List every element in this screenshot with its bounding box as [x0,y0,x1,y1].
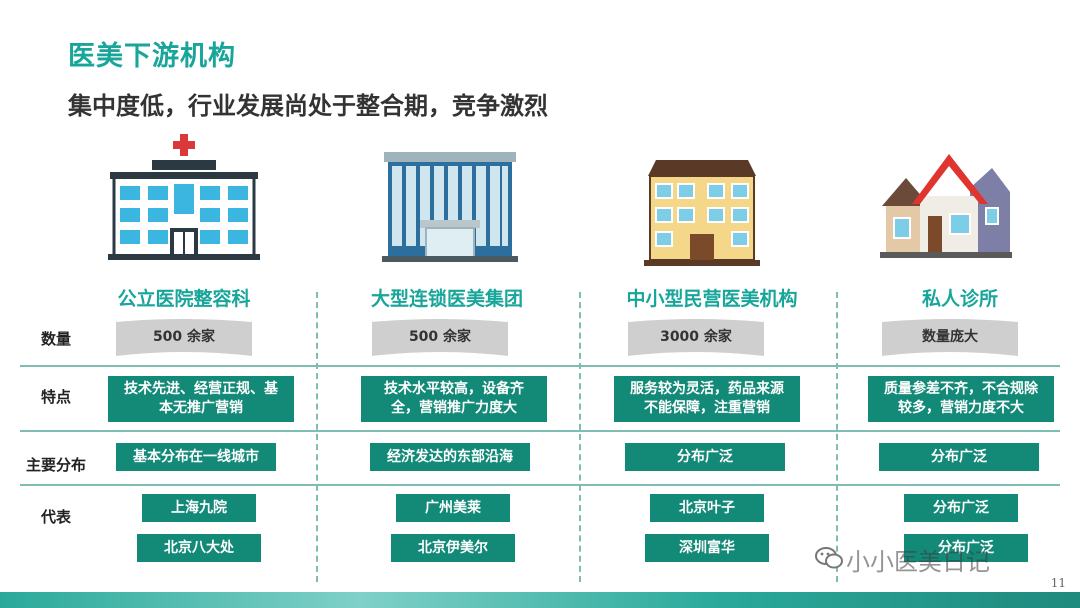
row-label-features: 特点 [40,388,71,406]
feature-box: 服务较为灵活，药品来源不能保障，注重营销 [614,376,800,422]
row-divider [20,430,1060,432]
row-label-distribution: 主要分布 [25,456,86,474]
bottom-band [0,592,1080,608]
page-title: 医美下游机构 [68,41,236,72]
count-value: 3000 余家 [660,329,732,345]
representative-box: 广州美莱 [396,494,510,522]
representative-box: 北京伊美尔 [391,534,515,562]
feature-box: 质量参差不齐，不合规除较多，营销力度不大 [868,376,1054,422]
row-divider [20,365,1060,367]
page-subtitle: 集中度低，行业发展尚处于整合期，竞争激烈 [68,92,548,120]
distribution-box: 分布广泛 [879,443,1039,471]
column-divider [579,292,581,582]
distribution-box: 基本分布在一线城市 [116,443,276,471]
distribution-box: 经济发达的东部沿海 [370,443,530,471]
count-value: 500 余家 [152,329,216,345]
representative-box: 上海九院 [142,494,256,522]
wechat-icon [815,547,843,569]
column-title-private-clinic: 私人诊所 [921,288,998,310]
count-value: 500 余家 [408,329,472,345]
column-title-private-institution: 中小型民营医美机构 [626,288,798,310]
representative-box: 北京叶子 [650,494,764,522]
hospital-icon [108,134,260,260]
representative-box: 分布广泛 [904,494,1018,522]
apartment-building-icon [644,160,760,266]
column-divider [836,292,838,582]
house-icon [880,154,1012,258]
representative-box: 分布广泛 [904,534,1028,562]
office-building-icon [382,152,518,262]
page-number: 11 [1050,576,1066,590]
row-label-count: 数量 [40,330,71,348]
representative-box: 北京八大处 [137,534,261,562]
representative-box: 深圳富华 [645,534,769,562]
count-banner: 数量庞大 [882,318,1018,356]
watermark-text: 小小医美日记 [846,548,990,576]
column-divider [316,292,318,582]
count-banner: 3000 余家 [628,318,764,356]
row-label-representatives: 代表 [40,508,71,526]
column-title-chain-group: 大型连锁医美集团 [370,288,523,310]
distribution-box: 分布广泛 [625,443,785,471]
feature-box: 技术先进、经营正规、基本无推广营销 [108,376,294,422]
feature-box: 技术水平较高，设备齐全，营销推广力度大 [361,376,547,422]
count-banner: 500 余家 [372,318,508,356]
count-banner: 500 余家 [116,318,252,356]
count-value: 数量庞大 [922,329,978,345]
column-title-public-hospital: 公立医院整容科 [117,288,251,310]
row-divider [20,484,1060,486]
